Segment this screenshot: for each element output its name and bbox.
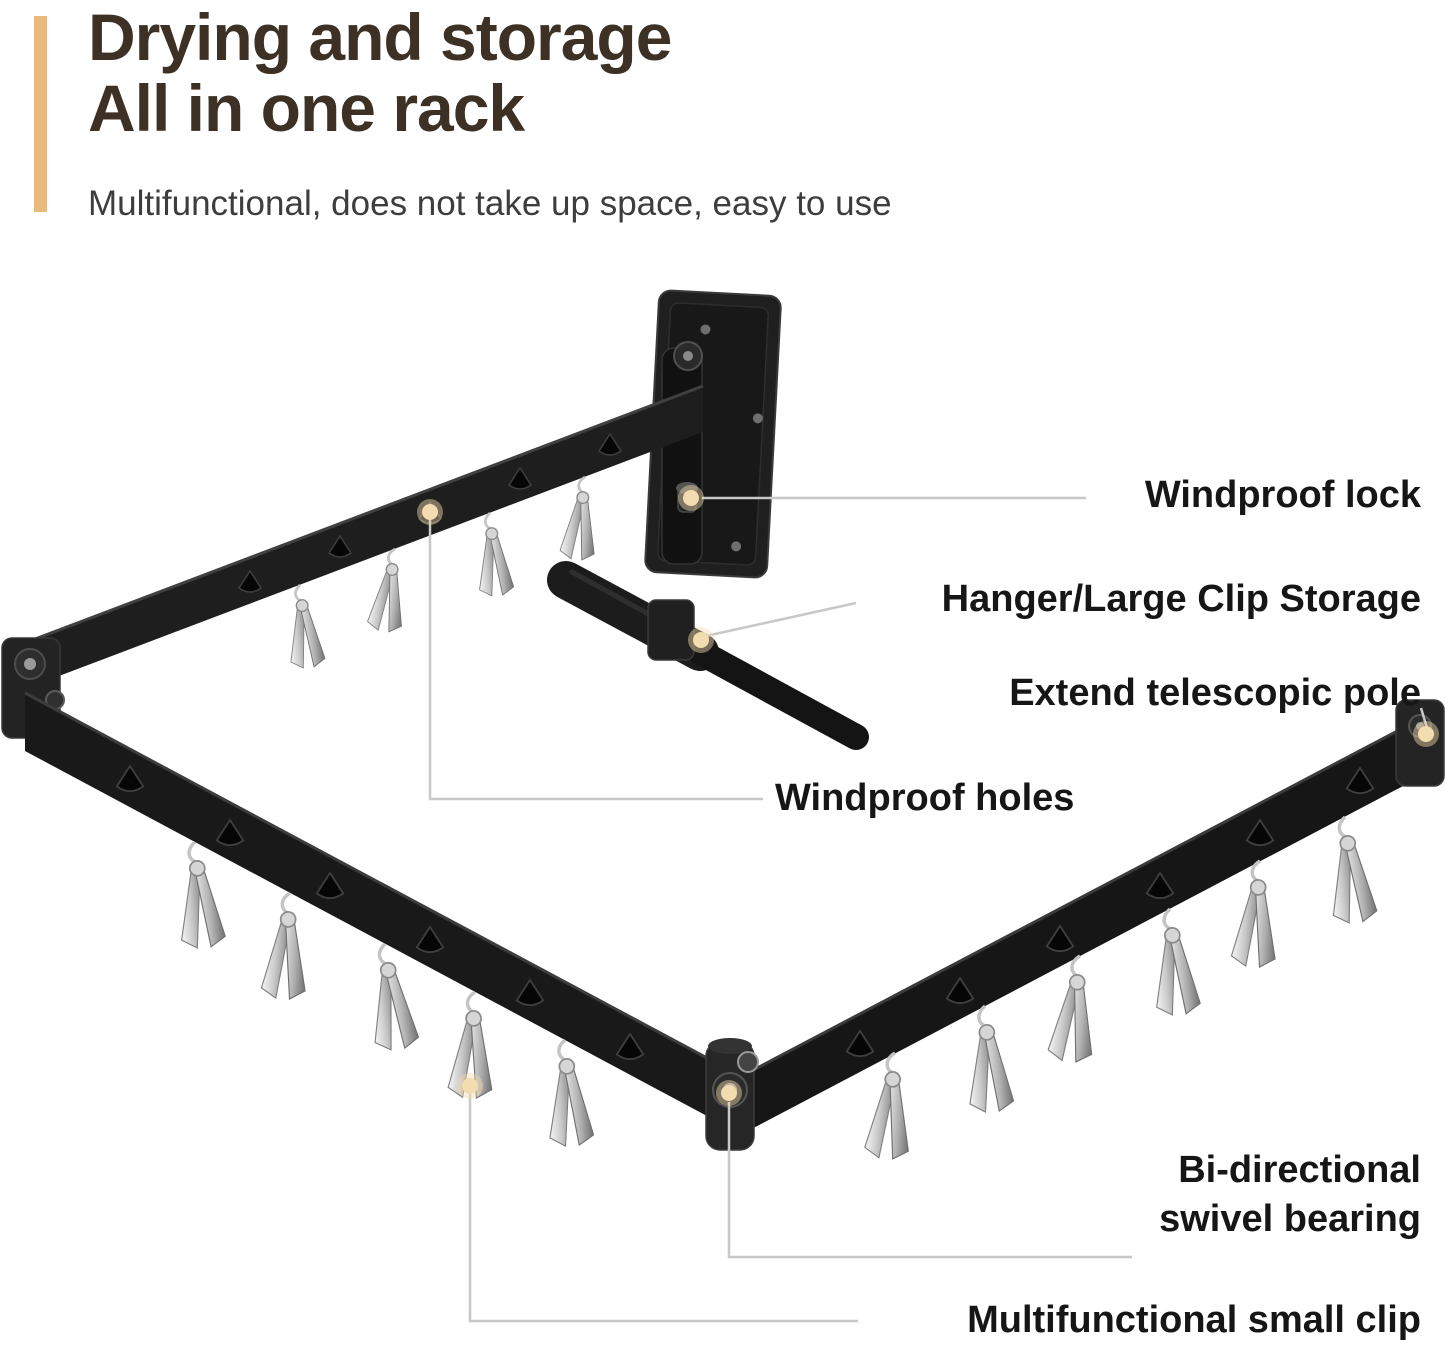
callout-small-clip: Multifunctional small clip	[967, 1299, 1421, 1341]
accent-bar	[34, 16, 47, 212]
front-left-arm	[24, 691, 723, 1124]
title-line-2: All in one rack	[88, 71, 525, 146]
callout-telescopic-pole: Extend telescopic pole	[1009, 672, 1421, 714]
swivel-post	[661, 341, 703, 565]
right-arm	[741, 715, 1425, 1134]
callout-windproof-lock: Windproof lock	[1144, 474, 1421, 516]
callout-lines	[417, 485, 1439, 1323]
callout-swivel-bearing-line2: swivel bearing	[1159, 1197, 1421, 1240]
callout-windproof-holes: Windproof holes	[775, 777, 1075, 819]
callout-swivel-bearing-line1: Bi-directional	[1178, 1149, 1421, 1191]
telescopic-pole	[547, 561, 869, 750]
upper-arm	[21, 384, 704, 690]
left-corner-hinge	[1, 637, 65, 739]
callout-hanger-storage: Hanger/Large Clip Storage	[941, 578, 1421, 620]
callout-swivel-bearing: Bi-directional swivel bearing	[1159, 1146, 1421, 1243]
page-subtitle: Multifunctional, does not take up space,…	[88, 184, 892, 223]
hanger-storage-bracket	[647, 599, 695, 661]
title-line-1: Drying and storage	[88, 0, 672, 74]
